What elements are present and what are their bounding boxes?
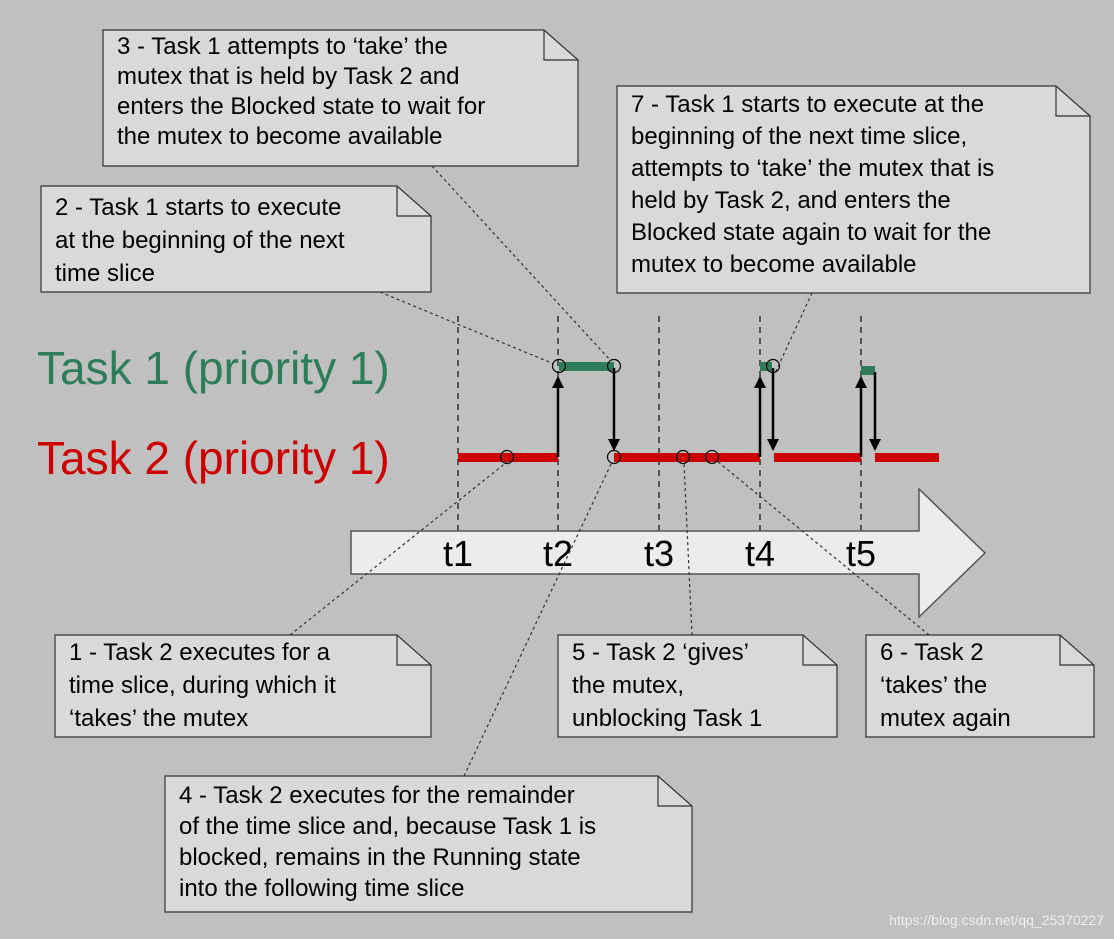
note-6-line: 6 - Task 2 <box>880 639 984 666</box>
time-axis-arrow <box>350 487 987 619</box>
leader-line-1 <box>289 461 508 636</box>
note-fold <box>1059 635 1094 666</box>
note-5-line: the mutex, <box>572 672 684 699</box>
task2-execution-bars <box>458 453 939 462</box>
tick-gridlines <box>457 316 862 535</box>
callout-note-5: 5 - Task 2 ‘gives’ the mutex, unblocking… <box>557 634 838 738</box>
task1-bar <box>559 362 614 371</box>
note-3-line: mutex that is held by Task 2 and <box>117 63 459 90</box>
task2-bar <box>614 453 760 462</box>
note-fold <box>396 186 431 217</box>
note-7-line: beginning of the next time slice, <box>631 123 967 150</box>
note-box <box>865 634 1095 738</box>
leader-line-7 <box>775 292 813 372</box>
note-7-line: held by Task 2, and enters the <box>631 187 951 214</box>
event-marker-1 <box>499 449 515 465</box>
note-7-line: mutex to become available <box>631 251 917 278</box>
svg-text:6 - Task 2 ‘takes’ the: 6 - Task 2 ‘takes’ the mutex again <box>880 639 1011 732</box>
task2-bar <box>458 453 558 462</box>
note-fold <box>657 776 692 807</box>
note-4-line: of the time slice and, because Task 1 is <box>179 813 596 840</box>
callout-note-4: 4 - Task 2 executes for the remainder of… <box>164 775 693 913</box>
note-fold <box>543 30 578 61</box>
watermark: https://blog.csdn.net/qq_25370227 <box>889 912 1104 928</box>
note-box <box>557 634 838 738</box>
tick-label-t2: t2 <box>543 533 573 574</box>
note-7-line: attempts to ‘take’ the mutex that is <box>631 155 994 182</box>
note-4-line: blocked, remains in the Running state <box>179 844 581 871</box>
tick-label-t5: t5 <box>846 533 876 574</box>
note-1-line: ‘takes’ the mutex <box>69 705 248 732</box>
leader-line-4 <box>463 461 613 777</box>
note-4-line: into the following time slice <box>179 875 464 902</box>
note-1-line: time slice, during which it <box>69 672 336 699</box>
context-switch-arrows <box>552 368 881 457</box>
svg-text:4 - Task 2 executes for the re: 4 - Task 2 executes for the remainder of… <box>179 782 603 902</box>
note-6-line: mutex again <box>880 705 1011 732</box>
note-5-line: 5 - Task 2 ‘gives’ <box>572 639 748 666</box>
note-fold <box>1055 86 1090 117</box>
svg-text:7 - Task 1 starts to execute a: 7 - Task 1 starts to execute at the begi… <box>631 91 1001 278</box>
task1-label: Task 1 (priority 1) <box>37 342 390 394</box>
leader-line-5 <box>683 462 693 636</box>
callout-note-6: 6 - Task 2 ‘takes’ the mutex again <box>865 634 1095 738</box>
task2-bar <box>875 453 939 462</box>
note-4-line: 4 - Task 2 executes for the remainder <box>179 782 575 809</box>
svg-text:1 - Task 2 executes for a: 1 - Task 2 executes for a time slice, du… <box>69 639 342 732</box>
note-box <box>102 29 579 167</box>
tick-label-t1: t1 <box>443 533 473 574</box>
task1-execution-bars <box>559 362 875 375</box>
note-6-line: ‘takes’ the <box>880 672 987 699</box>
note-box <box>54 634 432 738</box>
note-box <box>40 185 432 293</box>
note-leader-lines <box>289 165 930 777</box>
leader-line-6 <box>716 460 930 636</box>
svg-text:5 - Task 2 ‘gives’ the m: 5 - Task 2 ‘gives’ the mutex, unblocking… <box>572 639 762 732</box>
event-marker-2 <box>551 358 567 374</box>
note-fold <box>802 635 837 666</box>
note-3-line: enters the Blocked state to wait for <box>117 93 485 120</box>
svg-text:3 - Task 1 attempts to ‘take’: 3 - Task 1 attempts to ‘take’ the mutex … <box>117 33 492 150</box>
callout-note-3: 3 - Task 1 attempts to ‘take’ the mutex … <box>102 29 579 167</box>
note-1-line: 1 - Task 2 executes for a <box>69 639 331 666</box>
note-3-line: the mutex to become available <box>117 123 443 150</box>
svg-text:2 - Task 1 starts to execute: 2 - Task 1 starts to execute at the begi… <box>55 194 351 287</box>
leader-line-3 <box>431 165 612 362</box>
task1-bar <box>861 366 875 375</box>
note-box <box>616 85 1091 294</box>
event-marker-6 <box>704 449 720 465</box>
event-marker-7 <box>765 358 781 374</box>
note-5-line: unblocking Task 1 <box>572 705 762 732</box>
note-7-line: 7 - Task 1 starts to execute at the <box>631 91 984 118</box>
note-2-line: at the beginning of the next <box>55 227 345 254</box>
task2-bar <box>774 453 861 462</box>
callout-note-2: 2 - Task 1 starts to execute at the begi… <box>40 185 432 293</box>
tick-label-t3: t3 <box>644 533 674 574</box>
callout-note-7: 7 - Task 1 starts to execute at the begi… <box>616 85 1091 294</box>
tick-label-t4: t4 <box>745 533 775 574</box>
event-marker-3 <box>606 358 622 374</box>
note-box <box>164 775 693 913</box>
leader-line-2 <box>379 291 555 365</box>
note-2-line: time slice <box>55 260 155 287</box>
note-7-line: Blocked state again to wait for the <box>631 219 991 246</box>
event-marker-5 <box>675 449 691 465</box>
note-3-line: 3 - Task 1 attempts to ‘take’ the <box>117 33 448 60</box>
callout-note-1: 1 - Task 2 executes for a time slice, du… <box>54 634 432 738</box>
note-2-line: 2 - Task 1 starts to execute <box>55 194 341 221</box>
task2-label: Task 2 (priority 1) <box>37 432 390 484</box>
event-marker-4 <box>606 449 622 465</box>
event-markers <box>499 358 781 465</box>
note-fold <box>396 635 431 666</box>
